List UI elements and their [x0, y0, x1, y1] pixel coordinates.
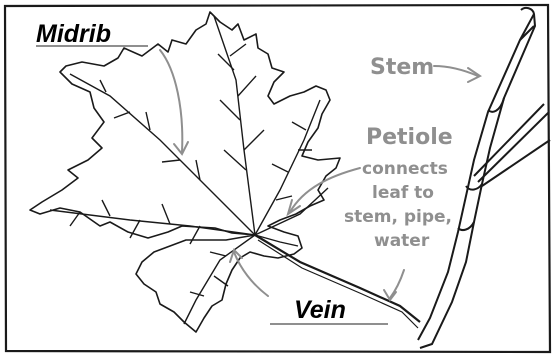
water-arrow [390, 270, 404, 298]
leaf-blade [30, 12, 340, 332]
petiole-label: Petiole [366, 125, 453, 150]
petiole-line-3: stem, pipe, [344, 207, 452, 227]
petiole-line-2: leaf to [372, 183, 434, 203]
stem-label: Stem [370, 55, 434, 80]
vein-label: Vein [294, 296, 346, 324]
petiole-line-4: water [374, 231, 430, 251]
petiole-line-1: connects [362, 159, 448, 179]
midrib-label: Midrib [36, 20, 111, 48]
